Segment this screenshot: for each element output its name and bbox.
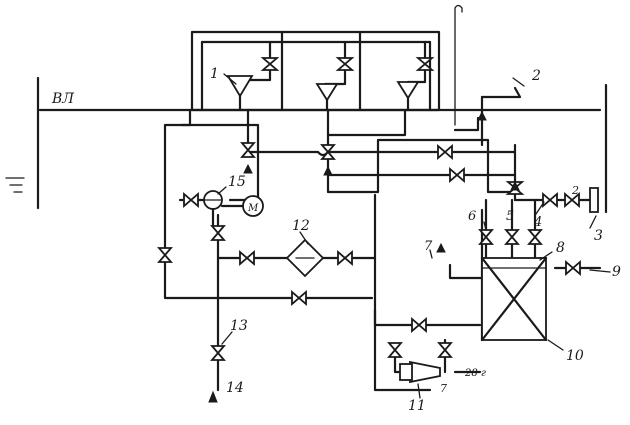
small-label-2: 2 [571,184,579,197]
filter [285,238,325,278]
callout-13: 13 [230,318,248,334]
valve[interactable] [183,192,199,208]
valve[interactable] [437,342,453,358]
valve[interactable] [335,57,355,71]
valve[interactable] [320,144,336,160]
small-label-28: 28 г [464,368,486,379]
valve[interactable] [210,345,226,361]
upper-manifold [190,30,441,112]
pump [203,190,264,228]
valve[interactable] [291,290,307,306]
callout-leaders [217,73,611,399]
small-label-7: 7 [440,382,447,395]
ejector [399,360,441,384]
pump-label: М [247,203,259,214]
callout-9: 9 [612,264,621,280]
valve[interactable] [337,250,353,266]
valve[interactable] [504,229,520,245]
valve[interactable] [415,57,435,71]
valve[interactable] [239,250,255,266]
callout-2: 2 [531,68,541,84]
valve[interactable] [437,144,453,160]
nozzle-2 [315,40,347,112]
valve[interactable] [478,229,494,245]
valve[interactable] [565,260,581,276]
flow-arrows [208,110,520,403]
valve[interactable] [240,142,256,158]
valve[interactable] [449,167,465,183]
callout-4: 4 [533,215,542,230]
callout-14: 14 [226,380,244,396]
valves [157,57,581,361]
callout-11: 11 [408,398,426,414]
callout-7: 7 [424,239,433,254]
callout-3: 3 [594,228,603,244]
nozzle-1 [226,40,272,112]
callout-15: 15 [228,174,246,190]
valve[interactable] [157,247,173,263]
callout-6: 6 [468,209,476,224]
end-tank [589,187,599,213]
valve[interactable] [210,225,226,241]
valve[interactable] [527,229,543,245]
valve[interactable] [542,192,558,208]
callout-5: 5 [506,209,514,224]
callout-1: 1 [210,66,219,82]
vessel [480,256,548,342]
valve[interactable] [564,192,580,208]
callout-12: 12 [292,218,310,234]
line-label: ВЛ [51,91,74,107]
valve[interactable] [411,317,427,333]
nozzle-3 [396,40,427,112]
callout-10: 10 [566,348,584,364]
valve[interactable] [387,342,403,358]
labels: ВЛ 1 2 3 4 5 6 7 8 9 10 11 12 13 14 15 М… [51,66,621,414]
valve[interactable] [260,57,280,71]
callout-8: 8 [556,240,565,256]
